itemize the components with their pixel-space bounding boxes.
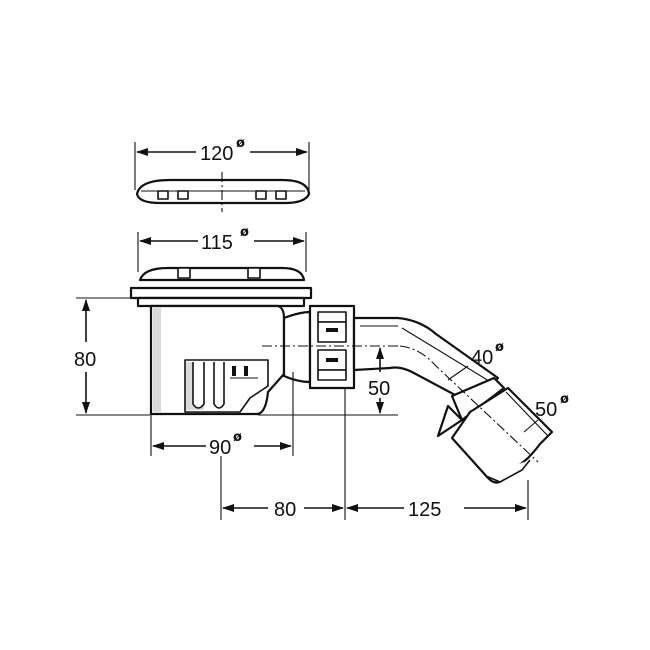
grate-diameter-label: 115 bbox=[201, 232, 233, 254]
outlet-outer-diameter-label: 50 bbox=[535, 399, 557, 421]
outlet-outer-diameter-symbol: ø bbox=[560, 392, 569, 407]
height-dimension: 80 bbox=[74, 297, 150, 416]
offset-dimensions: 80 125 bbox=[220, 388, 529, 521]
pipe-centerline bbox=[262, 345, 539, 463]
outlet-height-dimension: 50 bbox=[368, 347, 390, 414]
horizontal-offset-label: 80 bbox=[274, 499, 296, 521]
outlet-inner-diameter-symbol: ø bbox=[495, 340, 504, 355]
outlet-spigot bbox=[436, 376, 554, 484]
cover-diameter-symbol: ø bbox=[236, 136, 245, 151]
body-diameter-symbol: ø bbox=[233, 430, 242, 445]
grate-ring bbox=[138, 266, 306, 282]
cover-plate bbox=[135, 172, 311, 212]
cover-diameter-dimension: 120 ø bbox=[134, 136, 310, 190]
grate-diameter-dimension: 115 ø bbox=[137, 225, 307, 272]
outlet-height-label: 50 bbox=[368, 378, 390, 400]
body-diameter-label: 90 bbox=[209, 437, 231, 459]
outlet-diameter-labels: 40 ø 50 ø bbox=[447, 340, 569, 433]
cover-diameter-label: 120 bbox=[200, 143, 233, 165]
grate-diameter-symbol: ø bbox=[240, 225, 249, 240]
height-label: 80 bbox=[74, 349, 96, 371]
outlet-inner-diameter-label: 40 bbox=[471, 347, 493, 369]
drain-body bbox=[149, 304, 286, 416]
drain-flange bbox=[129, 286, 313, 308]
outlet-length-label: 125 bbox=[408, 499, 441, 521]
outlet-nut bbox=[282, 304, 356, 390]
body-diameter-dimension: 90 ø bbox=[150, 372, 294, 459]
